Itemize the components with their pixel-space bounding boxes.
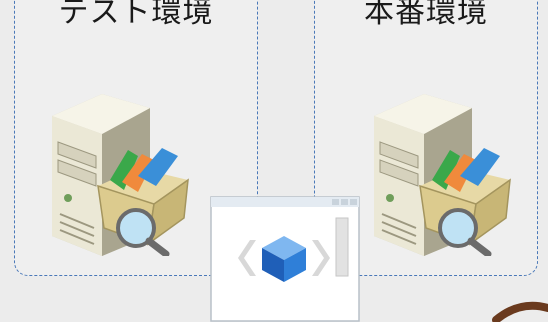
test-environment-title: テスト環境	[58, 0, 214, 30]
production-environment-title: 本番環境	[364, 0, 488, 30]
code-cube-icon	[262, 236, 306, 282]
chevron-left-icon	[238, 240, 256, 276]
app-window-icon	[210, 196, 360, 322]
magnifier-icon	[116, 208, 170, 256]
decorative-swirl-icon	[492, 301, 548, 322]
magnifier-icon	[438, 208, 492, 256]
production-server-icon	[374, 94, 511, 256]
chevron-right-icon	[312, 240, 330, 276]
folder-basket-icon	[419, 148, 511, 246]
test-server-icon	[52, 94, 189, 256]
